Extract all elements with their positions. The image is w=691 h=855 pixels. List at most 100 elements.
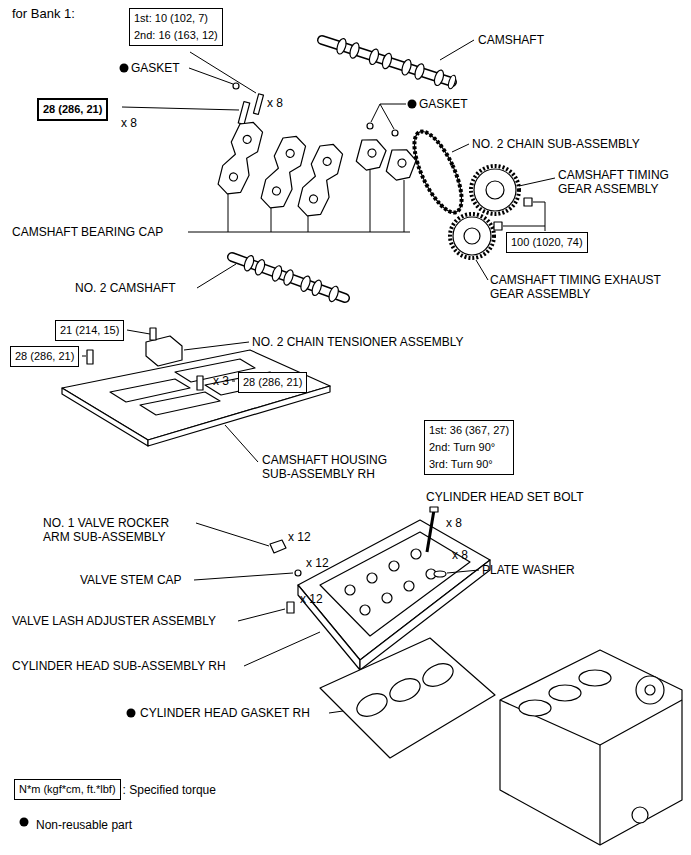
part-name: : Specified torque (123, 783, 216, 797)
torque-value: 21 (214, 15) (60, 322, 119, 339)
bearing-cap (294, 140, 346, 221)
cylinder-head (382, 593, 392, 603)
label-holder: CAMSHAFT TIMING GEAR ASSEMBLY (558, 168, 683, 196)
torque-box: 28 (286, 21) (37, 98, 108, 121)
cylinder-head (389, 561, 399, 571)
label-holder: x 12 (306, 556, 329, 570)
torque-box: 100 (1020, 74) (506, 232, 588, 253)
bearing-cap (214, 118, 266, 199)
quantity-mark: x 8 (452, 548, 468, 562)
camshaft-housing (62, 350, 330, 446)
leader-line (228, 194, 229, 232)
engine-block (636, 676, 664, 704)
part-name: NO. 1 VALVE ROCKER ARM SUB-ASSEMBLY (43, 516, 193, 544)
timing-gear (453, 217, 491, 255)
camshaft-housing (140, 392, 220, 415)
torque-box: 28 (286, 21) (238, 372, 307, 393)
bearing-cap (397, 158, 407, 168)
leader-line (127, 330, 150, 334)
leader-line (197, 264, 236, 288)
leader-line (184, 342, 249, 350)
camshaft (327, 285, 340, 303)
bearing-cap (242, 134, 252, 144)
torque-value: 28 (286, 21) (15, 348, 74, 365)
camshaft (368, 48, 381, 66)
bearing-cap (355, 136, 388, 174)
non-reusable-dot (127, 709, 136, 718)
leader-line (244, 632, 320, 666)
camshaft (232, 254, 345, 302)
leader-line (440, 40, 474, 60)
leader-line (238, 609, 285, 621)
bearing-cap (214, 118, 418, 221)
leader-line (308, 216, 309, 232)
camshaft (310, 279, 323, 297)
leader-line (271, 208, 272, 232)
camshaft (381, 52, 394, 70)
camshaft (348, 42, 361, 60)
head-bolt (427, 507, 438, 552)
bolt (494, 222, 502, 230)
cylinder-head (360, 605, 370, 615)
cylinder-head-gasket (320, 638, 495, 758)
label-holder: CYLINDER HEAD SET BOLT (426, 490, 584, 504)
torque-value: 100 (1020, 74) (511, 234, 583, 251)
engine-block (549, 685, 581, 701)
cylinder-head (411, 549, 421, 559)
leader-line (380, 104, 394, 129)
torque-box: 28 (286, 21) (10, 346, 79, 367)
camshaft (433, 69, 446, 87)
camshaft (400, 58, 413, 76)
rocker-arm (270, 540, 286, 553)
part-name: PLATE WASHER (482, 563, 575, 577)
legend-box: N*m (kgf*cm, ft.*lbf) (14, 779, 121, 800)
torque-value: 1st: 36 (367, 27) (429, 422, 509, 439)
diagram-title: for Bank 1: (12, 6, 75, 21)
part-name: CAMSHAFT TIMING GEAR ASSEMBLY (558, 168, 683, 196)
part-name: NO. 2 CAMSHAFT (75, 281, 176, 295)
camshaft (335, 37, 348, 55)
torque-value: 28 (286, 21) (43, 101, 102, 118)
quantity-mark: x 8 (446, 516, 462, 530)
label-holder: CAMSHAFT HOUSING SUB-ASSEMBLY RH (262, 453, 412, 481)
label-holder: x 8 (121, 116, 137, 130)
timing-chain (405, 125, 471, 218)
legend-text: Non-reusable part (36, 818, 132, 832)
bolt (524, 198, 532, 206)
bolt (150, 328, 156, 340)
torque-box: 1st: 36 (367, 27)2nd: Turn 90°3rd: Turn … (424, 420, 514, 475)
engine-block (500, 650, 682, 845)
leader-line (189, 68, 233, 84)
timing-gear (474, 169, 516, 211)
leader-line (447, 570, 479, 573)
head-bolt (427, 510, 434, 552)
camshaft (322, 37, 457, 89)
bolt (238, 102, 249, 125)
bearing-cap (308, 194, 318, 204)
leader-line (225, 425, 258, 462)
title-holder: for Bank 1: (12, 6, 75, 21)
bearing-cap (322, 156, 332, 166)
torque-value: 1st: 10 (102, 7) (134, 10, 218, 27)
bolt (87, 350, 93, 364)
label-holder: x 8 (452, 548, 468, 562)
cylinder-head (404, 581, 414, 591)
camshaft (299, 275, 312, 293)
label-holder: x 8 (267, 96, 283, 110)
gasket-ring (392, 130, 398, 136)
part-name: GASKET (419, 97, 468, 111)
label-holder: CAMSHAFT BEARING CAP (12, 225, 163, 239)
leader-line (82, 356, 86, 357)
engine-block (500, 650, 682, 845)
part-name: CYLINDER HEAD GASKET RH (140, 706, 310, 720)
gasket-ring (233, 83, 239, 89)
leader-line (533, 202, 545, 231)
leader-line (232, 381, 235, 382)
leader-line (370, 170, 371, 232)
plate-washer (434, 571, 446, 577)
label-holder: : Specified torque (123, 783, 216, 797)
camshaft (282, 269, 295, 287)
leader-line (329, 711, 343, 713)
torque-value: 2nd: Turn 90° (429, 439, 509, 456)
